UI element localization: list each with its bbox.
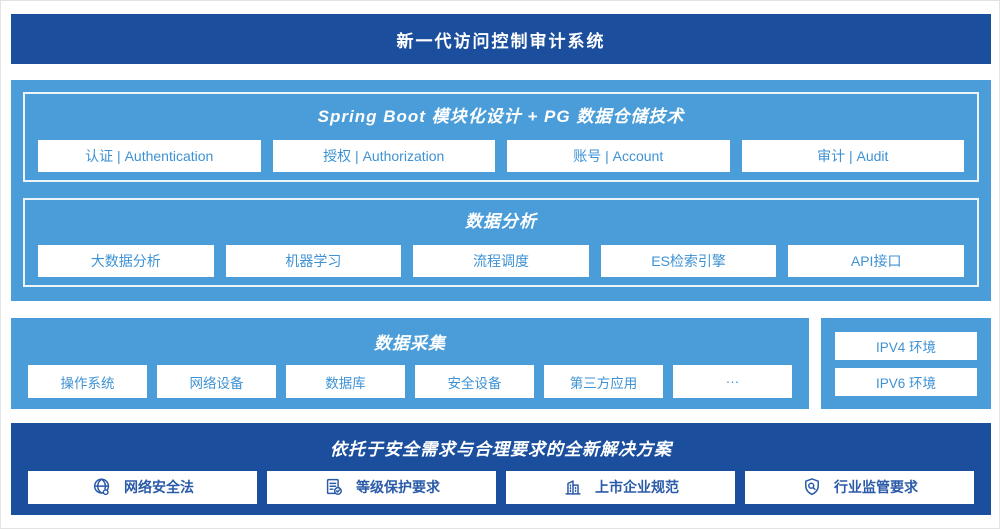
module-machine-learning[interactable]: 机器学习 [225,245,402,278]
document-check-icon [323,476,345,498]
solution-item-label: 网络安全法 [124,479,194,495]
env-ipv4[interactable]: IPV4 环境 [835,331,977,360]
env-ipv6[interactable]: IPV6 环境 [835,367,977,396]
data-analysis-box: 数据分析 大数据分析 机器学习 流程调度 ES检索引擎 API接口 [23,197,979,287]
source-third-party-app[interactable]: 第三方应用 [544,365,663,398]
spring-boot-title: Spring Boot 模块化设计 + PG 数据仓储技术 [317,106,685,126]
data-collection-section: 数据采集 操作系统 网络设备 数据库 安全设备 第三方应用 ··· [11,318,809,409]
module-api-interface[interactable]: API接口 [788,245,964,278]
shield-search-icon [801,476,823,498]
source-security-device[interactable]: 安全设备 [415,365,534,398]
source-network-device[interactable]: 网络设备 [157,365,276,398]
analysis-modules-row: 大数据分析 机器学习 流程调度 ES检索引擎 API接口 [38,245,964,278]
data-analysis-title: 数据分析 [465,212,537,232]
solution-item-classified-protection[interactable]: 等级保护要求 [267,470,496,504]
auth-modules-row: 认证 | Authentication 授权 | Authorization 账… [38,139,964,172]
building-icon [562,476,584,498]
module-es-search-engine[interactable]: ES检索引擎 [600,245,777,278]
solution-items-row: 网络安全法 等级保护要求 [28,470,974,504]
system-banner: 新一代访问控制审计系统 [11,14,991,64]
collection-sources-row: 操作系统 网络设备 数据库 安全设备 第三方应用 ··· [28,365,792,398]
globe-icon [91,476,113,498]
module-audit[interactable]: 审计 | Audit [741,139,964,172]
solution-item-listed-company-standard[interactable]: 上市企业规范 [506,470,735,504]
solution-title: 依托于安全需求与合理要求的全新解决方案 [330,439,672,459]
module-process-scheduling[interactable]: 流程调度 [413,245,589,278]
module-big-data-analysis[interactable]: 大数据分析 [38,245,214,278]
module-authorization[interactable]: 授权 | Authorization [272,139,495,172]
solution-item-industry-regulation[interactable]: 行业监管要求 [745,470,974,504]
spring-boot-box: Spring Boot 模块化设计 + PG 数据仓储技术 认证 | Authe… [23,92,979,182]
source-more[interactable]: ··· [673,365,792,398]
data-collection-title: 数据采集 [374,334,446,353]
source-operating-system[interactable]: 操作系统 [28,365,147,398]
module-authentication[interactable]: 认证 | Authentication [38,139,261,172]
system-title: 新一代访问控制审计系统 [396,31,606,51]
environment-box: IPV4 环境 IPV6 环境 [821,318,991,409]
platform-section: Spring Boot 模块化设计 + PG 数据仓储技术 认证 | Authe… [11,80,991,301]
solution-item-network-security-law[interactable]: 网络安全法 [28,470,257,504]
solution-item-label: 等级保护要求 [356,479,440,495]
solution-item-label: 上市企业规范 [595,479,679,495]
source-database[interactable]: 数据库 [286,365,405,398]
solution-section: 依托于安全需求与合理要求的全新解决方案 网络安全法 [11,423,991,515]
module-account[interactable]: 账号 | Account [507,139,730,172]
solution-item-label: 行业监管要求 [834,479,918,495]
